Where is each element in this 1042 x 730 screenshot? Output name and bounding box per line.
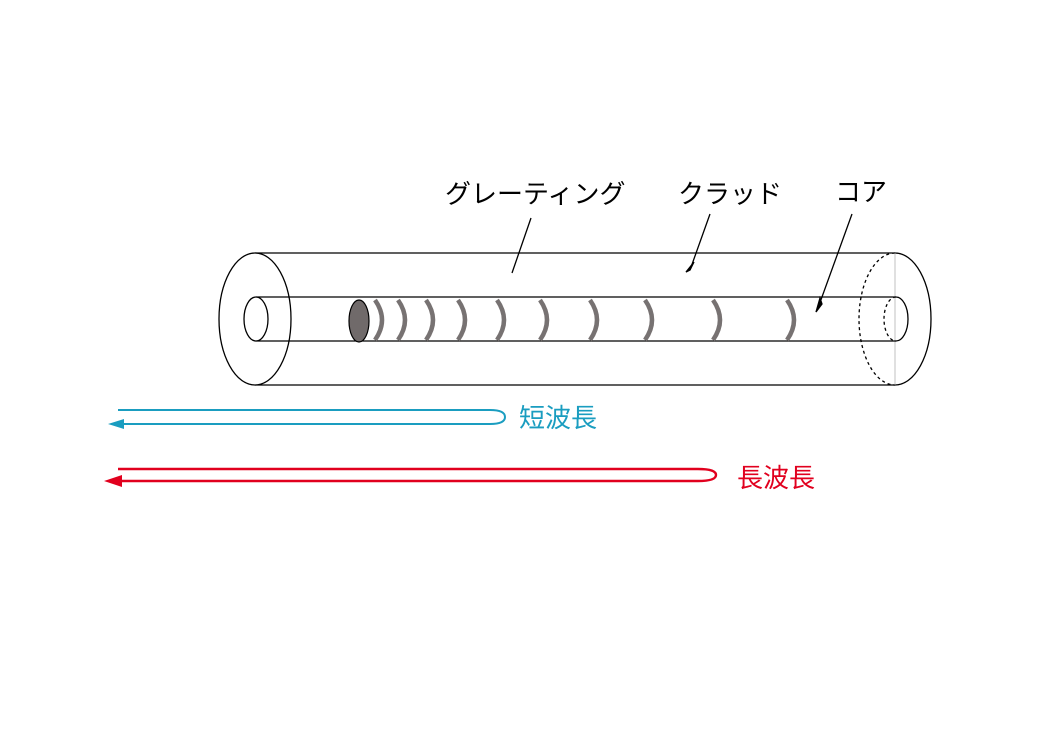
grating-fringe [373, 298, 385, 342]
cladding-cylinder [218, 252, 932, 386]
core-leader-arrowhead [815, 295, 823, 313]
grating-fringes [373, 298, 797, 342]
core-leader-line [817, 213, 853, 309]
short-wavelength-arrow [108, 409, 507, 429]
cladding-right-end-hidden [858, 252, 896, 386]
core-left-end [243, 296, 269, 342]
cladding-right-end-front [894, 252, 932, 386]
leader-lines [511, 213, 853, 313]
short-wavelength-arrowhead [108, 419, 124, 429]
grating-fringe [396, 298, 408, 342]
core-cylinder [243, 296, 909, 342]
grating-fringe [538, 298, 550, 342]
grating-fringe [456, 298, 468, 342]
core-label: コア [835, 178, 887, 208]
grating-start-disc [348, 299, 370, 343]
core-right-end-front [895, 296, 909, 342]
grating-fringe [495, 298, 507, 342]
grating-fringe [588, 298, 600, 342]
long-wavelength-arrowhead [104, 475, 122, 487]
cladding-label: クラッド [678, 180, 782, 210]
grating-fringe [643, 298, 655, 342]
grating-fringe [424, 298, 436, 342]
long-wavelength-arrow [104, 467, 718, 487]
cladding-leader-line [689, 213, 711, 271]
grating-fringe [711, 298, 723, 342]
cladding-leader-arrowhead [685, 261, 695, 273]
long-wavelength-label: 長波長 [737, 464, 815, 494]
core-right-end-hidden [883, 296, 897, 342]
short-wavelength-label: 短波長 [519, 404, 597, 434]
grating-leader-line [511, 217, 532, 274]
grating-fringe [785, 298, 797, 342]
grating-label: グレーティング [445, 180, 625, 210]
